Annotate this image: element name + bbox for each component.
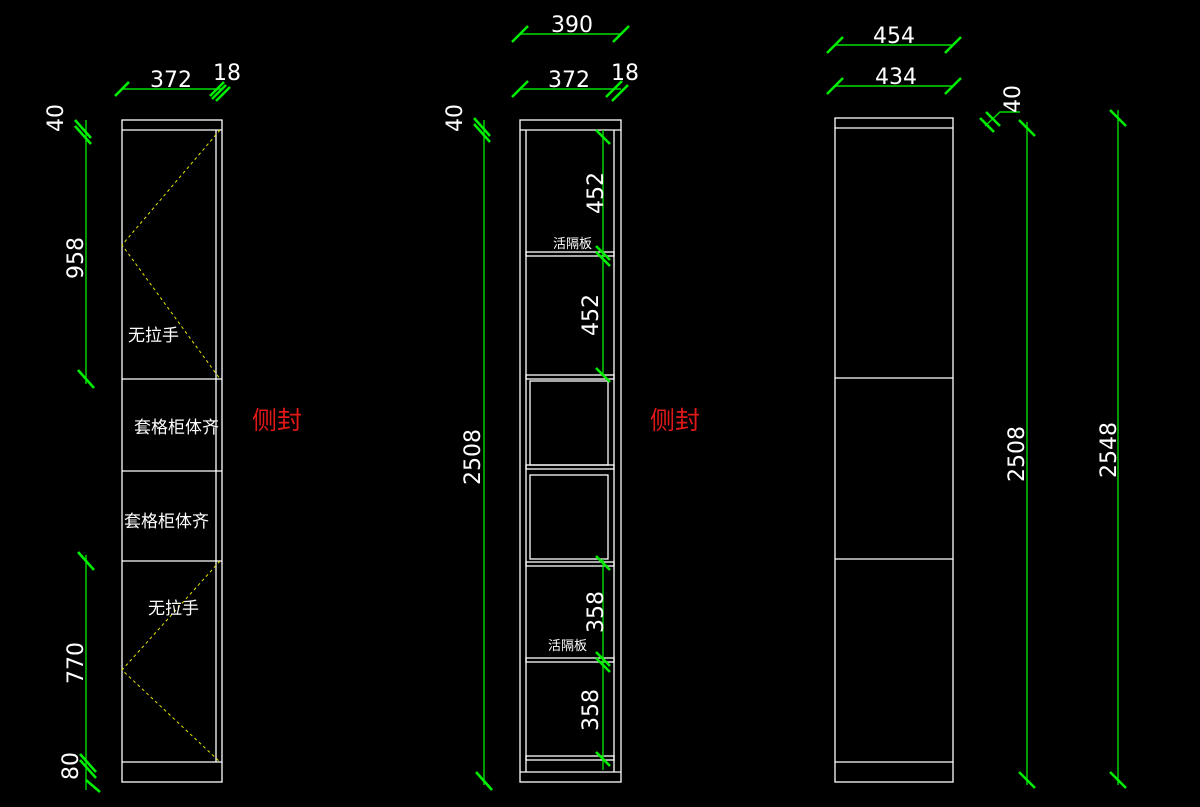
middle-shelf-2-dim: 452 bbox=[579, 294, 604, 336]
middle-shelf bbox=[525, 251, 615, 257]
left-no-handle-label: 无拉手 bbox=[148, 599, 199, 619]
right-top-dim-leader bbox=[984, 111, 1020, 127]
middle-shelf-dim-tick bbox=[595, 367, 611, 383]
middle-shelf-4-dim: 358 bbox=[579, 689, 604, 731]
middle-vdim-tick bbox=[475, 771, 493, 791]
middle-shelf-dim-tick bbox=[595, 129, 611, 145]
right-vdim-tick bbox=[1018, 771, 1036, 789]
right-width-dim-tick bbox=[944, 36, 962, 54]
middle-width-dim-tick bbox=[511, 25, 529, 43]
left-lower-door-swing-guide bbox=[121, 560, 221, 763]
left-lower-door-dim: 770 bbox=[64, 642, 89, 684]
middle-shelf-dim-tick bbox=[595, 245, 611, 261]
right-top-dim-tick bbox=[979, 117, 995, 133]
left-vdim-tick bbox=[79, 753, 97, 773]
middle-shelf-dim-tick bbox=[595, 657, 611, 673]
middle-outer-width-dim: 390 bbox=[551, 13, 593, 38]
left-vdim-tick bbox=[74, 125, 92, 145]
middle-side-dim-tick bbox=[611, 84, 629, 102]
left-vdim-tick bbox=[77, 369, 95, 389]
middle-total-height-dim: 2508 bbox=[461, 429, 486, 485]
left-side-dim: 18 bbox=[213, 61, 241, 86]
middle-cabinet-outline bbox=[519, 119, 622, 783]
right-width-dim-tick bbox=[826, 36, 844, 54]
left-bottom-dim: 80 bbox=[59, 752, 84, 780]
middle-shelf-dim-tick bbox=[595, 251, 611, 267]
left-no-handle-label: 无拉手 bbox=[128, 326, 179, 346]
left-cabinet-elevation: 372 18 40 958 770 80 无拉手 套格柜体齐 套格柜体齐 无拉手… bbox=[44, 61, 302, 793]
middle-side-dim: 18 bbox=[611, 61, 639, 86]
left-width-dim-tick bbox=[114, 81, 130, 97]
middle-vdim-tick bbox=[473, 117, 491, 137]
left-vdim-tick bbox=[74, 119, 92, 139]
right-vdim-tick bbox=[1109, 771, 1127, 789]
right-top-dim: 40 bbox=[1001, 85, 1026, 113]
middle-shelf bbox=[525, 755, 615, 761]
right-total-height-dim: 2548 bbox=[1097, 422, 1122, 478]
middle-cabinet-section: 390 372 18 40 2508 452 452 358 358 活隔板 活… bbox=[443, 13, 700, 791]
middle-shelf-dim-tick bbox=[595, 555, 611, 571]
middle-shelf bbox=[525, 374, 615, 380]
middle-width-dim: 372 bbox=[548, 68, 590, 93]
right-vdim-tick bbox=[1109, 109, 1127, 127]
left-align-label: 套格柜体齐 bbox=[124, 512, 209, 532]
right-width-dim: 434 bbox=[875, 65, 917, 90]
left-width-dim: 372 bbox=[150, 68, 192, 93]
left-width-dim-tick bbox=[209, 81, 225, 97]
middle-shelf-dim-tick bbox=[595, 651, 611, 667]
middle-cube-box bbox=[529, 380, 609, 466]
middle-shelf-3-dim: 358 bbox=[584, 591, 609, 633]
right-outer-width-dim: 454 bbox=[873, 24, 915, 49]
right-top-dim-tick bbox=[985, 111, 1001, 127]
left-side-dim-tick bbox=[215, 86, 231, 102]
middle-shelf bbox=[525, 561, 615, 567]
left-side-seal-note: 侧封 bbox=[252, 406, 302, 435]
left-side-dim-tick bbox=[211, 84, 227, 100]
left-align-label: 套格柜体齐 bbox=[134, 418, 219, 438]
middle-top-dim: 40 bbox=[443, 104, 468, 132]
middle-cube-box bbox=[529, 474, 609, 560]
left-vdim-tick bbox=[85, 779, 101, 793]
left-upper-door-dim: 958 bbox=[64, 237, 89, 279]
left-upper-door-swing-guide bbox=[121, 129, 221, 380]
middle-shelf bbox=[525, 657, 615, 663]
middle-adjustable-shelf-label: 活隔板 bbox=[548, 639, 587, 654]
middle-adjustable-shelf-label: 活隔板 bbox=[553, 237, 592, 252]
left-vdim-tick bbox=[79, 759, 97, 779]
left-vdim-tick bbox=[77, 551, 95, 571]
middle-width-dim-tick bbox=[612, 25, 630, 43]
right-height-dim: 2508 bbox=[1005, 426, 1030, 482]
right-vdim-tick bbox=[1018, 119, 1036, 137]
middle-vdim-tick bbox=[473, 123, 491, 143]
middle-side-seal-note: 侧封 bbox=[650, 406, 700, 435]
right-cabinet-elevation: 454 434 40 2508 2548 bbox=[826, 24, 1127, 789]
right-width-dim-tick bbox=[944, 77, 962, 95]
middle-shelf bbox=[525, 464, 615, 470]
middle-width-dim-tick bbox=[511, 80, 529, 98]
left-top-dim: 40 bbox=[44, 104, 69, 132]
middle-width-dim-tick bbox=[605, 80, 623, 98]
right-cabinet-outline bbox=[834, 117, 954, 783]
middle-shelf-1-dim: 452 bbox=[584, 172, 609, 214]
right-width-dim-tick bbox=[826, 77, 844, 95]
left-cabinet-outline bbox=[121, 119, 223, 783]
middle-shelf-dim-tick bbox=[595, 751, 611, 767]
